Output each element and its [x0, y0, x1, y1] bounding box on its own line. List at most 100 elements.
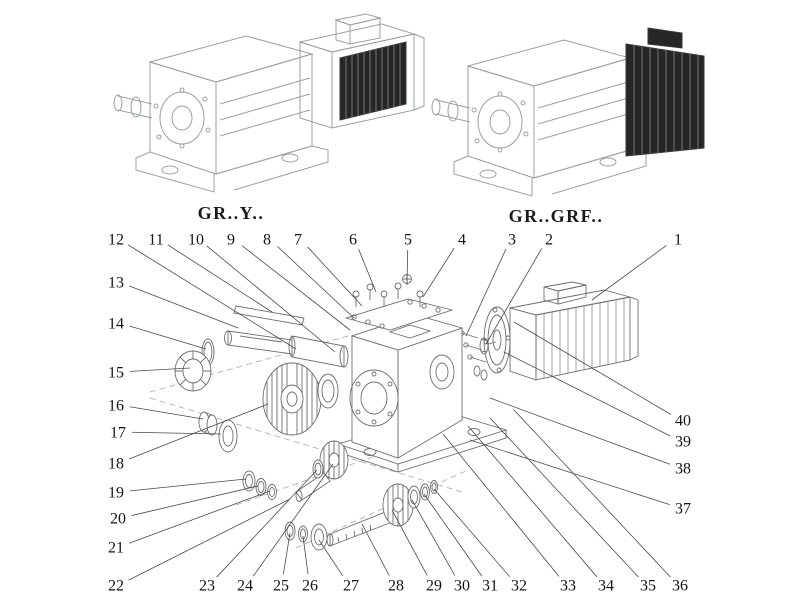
- leader-line-21: [129, 490, 271, 544]
- leader-line-19: [129, 478, 247, 492]
- leader-line-2: [485, 248, 543, 345]
- leader-line-33: [442, 433, 560, 577]
- callout-4: 4: [458, 232, 466, 249]
- callout-33: 33: [560, 578, 576, 595]
- leader-line-4: [422, 247, 455, 298]
- leader-line-23: [216, 469, 318, 578]
- callout-14: 14: [108, 316, 124, 333]
- leader-line-38: [489, 397, 670, 465]
- leader-line-22: [128, 498, 291, 581]
- leader-line-34: [467, 425, 598, 577]
- callout-16: 16: [108, 398, 124, 415]
- leader-line-39: [503, 351, 671, 437]
- leader-line-30: [411, 499, 456, 576]
- cover-plate: [344, 298, 454, 331]
- callout-34: 34: [598, 578, 614, 595]
- exploded-motor-fins: [543, 298, 625, 378]
- callout-12: 12: [108, 232, 124, 249]
- leader-line-31: [423, 493, 483, 577]
- callout-18: 18: [108, 456, 124, 473]
- callout-21: 21: [108, 540, 124, 557]
- callout-35: 35: [640, 578, 656, 595]
- callout-23: 23: [199, 578, 215, 595]
- intermediate-ring: [312, 459, 324, 479]
- gr-y-motor: [298, 13, 425, 129]
- leader-line-5: [406, 249, 409, 286]
- callout-25: 25: [273, 578, 289, 595]
- callout-30: 30: [454, 578, 470, 595]
- exploded-view: [149, 274, 639, 551]
- leader-line-29: [391, 509, 428, 576]
- output-shaft-body: [291, 335, 345, 368]
- leader-line-9: [241, 245, 351, 331]
- callout-8: 8: [263, 232, 271, 249]
- callout-7: 7: [294, 232, 302, 249]
- callout-3: 3: [508, 232, 516, 249]
- gr-y-motor-fin-block: [339, 41, 407, 121]
- callout-15: 15: [108, 365, 124, 382]
- leader-line-11: [167, 244, 273, 313]
- housing-side-boss: [429, 354, 455, 390]
- callout-17: 17: [110, 425, 126, 442]
- gr-grf-housing: [453, 39, 647, 197]
- callout-29: 29: [426, 578, 442, 595]
- callout-31: 31: [482, 578, 498, 595]
- callout-40: 40: [675, 413, 691, 430]
- leader-line-26: [302, 535, 309, 575]
- lower-rings: [407, 480, 438, 509]
- leader-line-14: [129, 325, 207, 350]
- callout-20: 20: [110, 511, 126, 528]
- figure-gr-y: [113, 13, 425, 193]
- gr-grf-motor-fins: [633, 45, 699, 155]
- output-shaft-assembly: [174, 305, 349, 453]
- leader-line-25: [282, 532, 291, 575]
- leader-line-12: [127, 244, 297, 350]
- callout-1: 1: [674, 232, 682, 249]
- callout-9: 9: [227, 232, 235, 249]
- callout-22: 22: [108, 578, 124, 595]
- leader-line-32: [433, 488, 511, 578]
- callout-24: 24: [237, 578, 253, 595]
- intermediate-washers: [242, 470, 277, 500]
- leader-line-20: [131, 485, 259, 516]
- output-shaft-end: [227, 330, 293, 355]
- leader-line-13: [128, 285, 239, 329]
- second-bearing: [218, 419, 238, 453]
- housing-top-opening: [388, 324, 432, 339]
- lower-washers: [284, 521, 308, 543]
- callout-38: 38: [675, 461, 691, 478]
- output-bearing: [174, 350, 212, 392]
- leader-line-35: [489, 417, 639, 578]
- callout-19: 19: [108, 485, 124, 502]
- gr-grf-output-shaft: [431, 98, 471, 123]
- caption-gr-grf: GR..GRF..: [509, 206, 604, 226]
- callout-11: 11: [148, 232, 163, 249]
- callout-39: 39: [675, 434, 691, 451]
- figure-gr-grf: [431, 27, 705, 197]
- callout-13: 13: [108, 275, 124, 292]
- leader-line-6: [358, 248, 377, 293]
- leader-line-1: [591, 245, 667, 301]
- intermediate-gear-cluster: [242, 440, 349, 502]
- shaft-key: [233, 305, 305, 326]
- leader-line-40: [513, 321, 672, 415]
- housing-bore: [349, 369, 399, 427]
- gear-side-ring: [317, 373, 339, 409]
- gr-grf-motor-fin-block: [625, 43, 705, 157]
- callout-37: 37: [675, 501, 691, 518]
- gr-y-output-shaft: [113, 94, 153, 119]
- leader-line-7: [307, 246, 363, 307]
- leader-line-17: [131, 431, 222, 435]
- lower-shaft-assembly: [284, 480, 438, 551]
- input-pinion: [479, 337, 497, 355]
- gr-grf-motor-cap: [647, 27, 683, 49]
- callout-28: 28: [388, 578, 404, 595]
- leader-line-8: [277, 246, 355, 319]
- leader-line-3: [465, 248, 507, 337]
- callout-6: 6: [349, 232, 357, 249]
- leader-line-16: [129, 406, 204, 420]
- callout-36: 36: [672, 578, 688, 595]
- caption-gr-y: GR..Y..: [198, 203, 265, 223]
